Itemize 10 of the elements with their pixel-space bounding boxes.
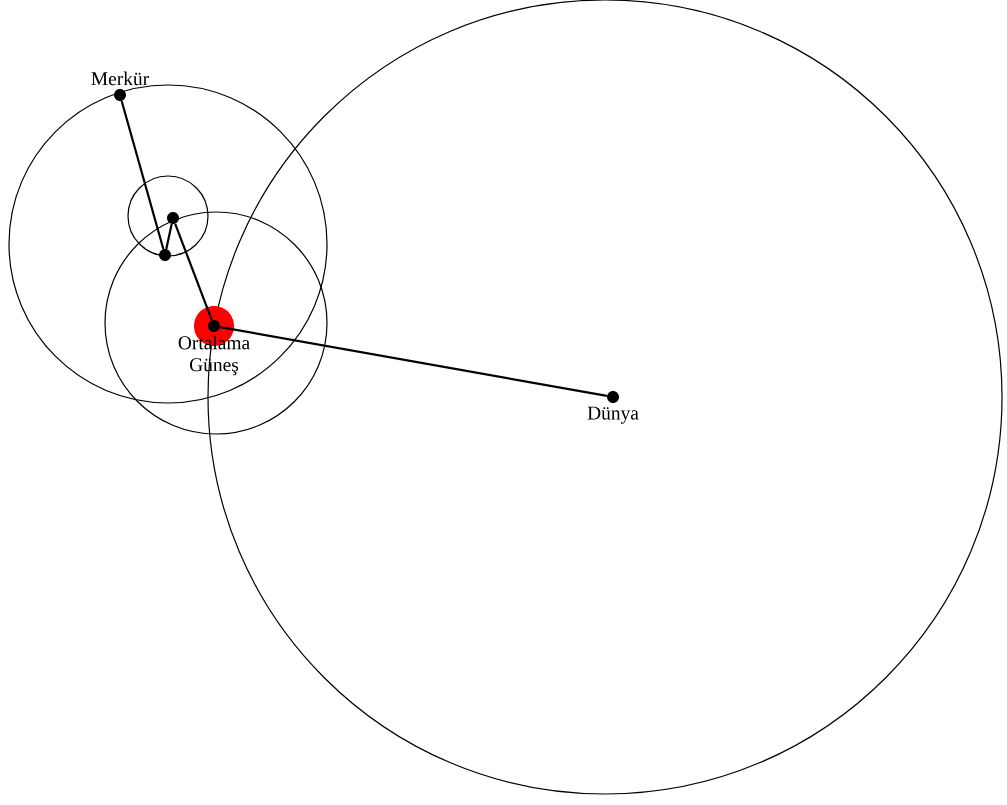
line <box>174 223 213 321</box>
line <box>120 100 165 250</box>
point: Dünya <box>587 391 639 424</box>
point <box>159 249 171 261</box>
node-label: Dünya <box>587 406 639 424</box>
node-label: Merkür <box>91 71 149 86</box>
point <box>167 212 179 224</box>
point: Merkür <box>91 71 149 101</box>
line <box>165 223 173 250</box>
line <box>219 326 608 397</box>
